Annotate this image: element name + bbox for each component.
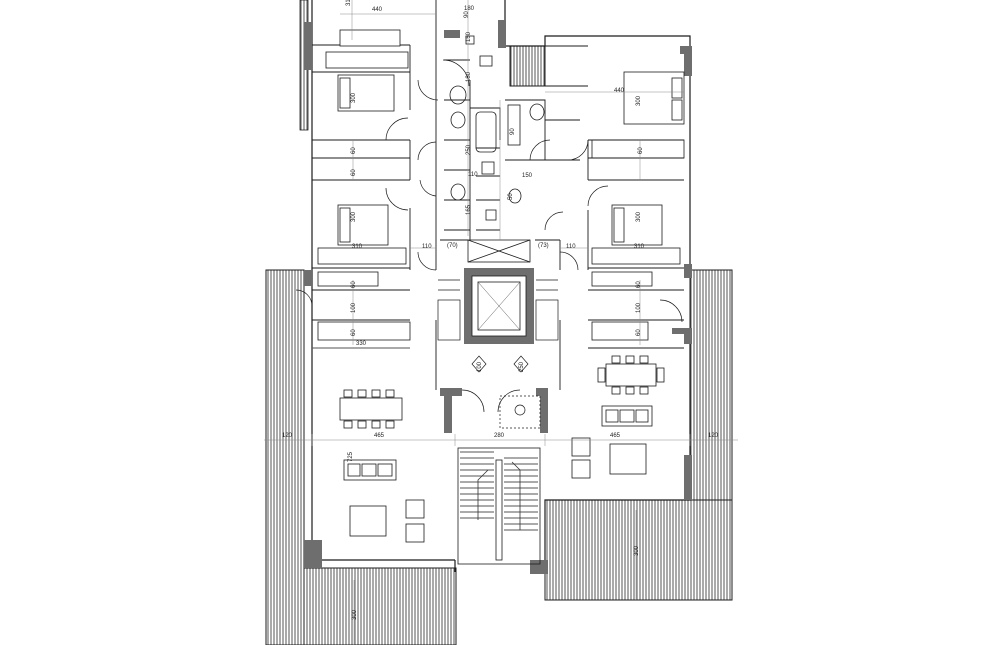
dim-label: 330 <box>356 341 367 347</box>
dim-label: 465 <box>610 433 621 439</box>
dimension-lines <box>264 0 738 645</box>
dim-label: 300 <box>636 95 642 106</box>
dim-label: 250 <box>519 361 525 372</box>
dim-label: 60 <box>351 169 357 176</box>
balconies <box>265 0 733 645</box>
dim-label: 165 <box>466 204 472 215</box>
dim-label: 60 <box>351 281 357 288</box>
dim-label: 110 <box>422 244 432 250</box>
dim-label: 440 <box>614 88 625 94</box>
dim-label: 300 <box>352 609 358 620</box>
beds <box>325 29 685 246</box>
dim-label: 90 <box>464 11 470 18</box>
dim-label: 120 <box>708 433 719 439</box>
dim-label: 110 <box>468 172 478 178</box>
dim-label: 180 <box>466 71 472 82</box>
door-swings <box>295 79 683 413</box>
dim-label: 150 <box>466 31 472 42</box>
kitchen-counters <box>317 139 685 341</box>
coffee-table-right <box>609 443 647 475</box>
dim-label: (70) <box>447 243 458 249</box>
coffee-table-left <box>349 505 387 537</box>
stairs <box>457 447 541 565</box>
dim-label: 60 <box>636 281 642 288</box>
dim-label: 300 <box>636 211 642 222</box>
dim-label: 60 <box>351 329 357 336</box>
dim-label: 120 <box>282 433 293 439</box>
dimension-labels: 440 180 310 90 300 440 300 150 180 90 60… <box>282 0 719 620</box>
dim-label: 280 <box>494 433 505 439</box>
balcony-left <box>265 269 305 645</box>
balcony-bottom-right <box>544 499 733 601</box>
dim-label: 60 <box>636 329 642 336</box>
lobby-symbols <box>437 279 559 429</box>
balcony-top-right <box>509 45 546 87</box>
dining-table-left <box>339 397 403 421</box>
dim-label: 150 <box>522 173 533 179</box>
dining-tables <box>339 355 665 429</box>
dim-label: 300 <box>634 545 640 556</box>
dim-label: 440 <box>372 7 383 13</box>
dining-table-right <box>605 363 657 387</box>
dim-label: 310 <box>346 0 352 6</box>
dim-label: 465 <box>374 433 385 439</box>
dim-label: (73) <box>538 243 549 249</box>
dim-label: 250 <box>466 144 472 155</box>
dim-label: 90 <box>510 128 516 135</box>
wall-blocks <box>304 20 692 574</box>
dim-label: 100 <box>636 302 642 313</box>
shaft <box>467 239 531 263</box>
dim-label: 60 <box>351 147 357 154</box>
elevator-core <box>464 268 534 344</box>
dim-label: 100 <box>477 361 483 372</box>
balcony-bottom-left <box>303 567 457 645</box>
dim-label: 310 <box>634 244 645 250</box>
dim-label: 300 <box>351 92 357 103</box>
dim-label: 100 <box>351 302 357 313</box>
dim-label: 60 <box>638 147 644 154</box>
living-rooms <box>343 405 653 543</box>
dim-label: 310 <box>352 244 363 250</box>
dim-label: 110 <box>566 244 576 250</box>
dim-label: 725 <box>348 451 354 462</box>
dim-label: 50 <box>508 193 514 200</box>
dim-label: 180 <box>464 6 475 12</box>
dim-label: 300 <box>351 211 357 222</box>
bathroom-fixtures <box>442 35 545 221</box>
